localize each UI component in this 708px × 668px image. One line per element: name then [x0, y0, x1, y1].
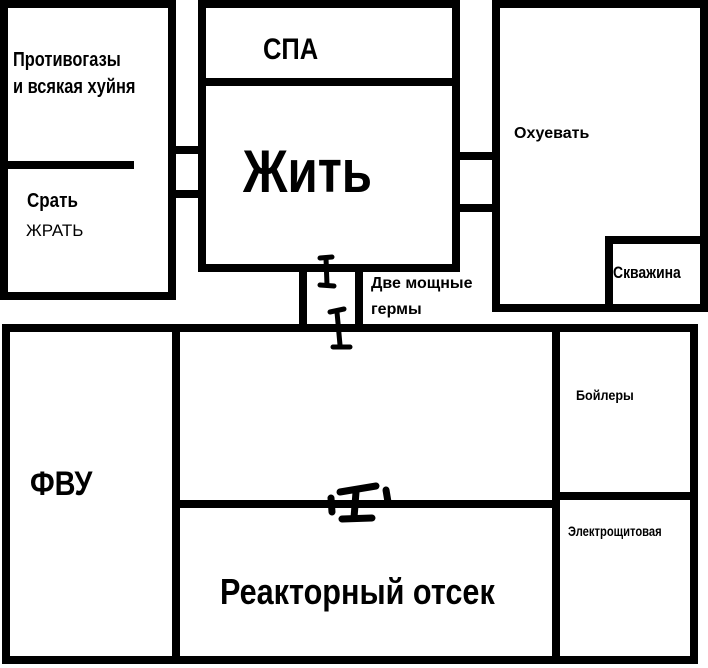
right-upper-room — [492, 0, 708, 312]
door-symbol-upper — [317, 254, 337, 289]
doors-passage — [299, 264, 363, 332]
label-electrical: Электрощитовая — [568, 523, 662, 539]
left-corridor — [168, 146, 206, 198]
label-boilers: Бойлеры — [576, 387, 634, 403]
label-eat: ЖРАТЬ — [26, 221, 84, 240]
label-reactor: Реакторный отсек — [220, 571, 495, 612]
label-doors-line2: гермы — [371, 301, 422, 318]
label-gasmasks-line1: Противогазы — [13, 49, 121, 71]
label-doors-line1: Две мощные — [371, 275, 473, 292]
right-corridor — [452, 152, 500, 212]
label-chill: Охуевать — [514, 125, 590, 142]
label-well: Скважина — [613, 263, 681, 282]
label-toilet: Срать — [27, 190, 78, 212]
label-spa: СПА — [263, 33, 319, 66]
well-room — [605, 236, 708, 312]
label-live: Жить — [243, 138, 373, 205]
spa-room — [198, 0, 460, 86]
left-upper-room — [0, 0, 176, 300]
label-fvu: ФВУ — [30, 465, 93, 503]
door-symbol-lower — [327, 306, 353, 350]
label-gasmasks-line2: и всякая хуйня — [13, 76, 136, 98]
door-symbol-reactor — [327, 482, 392, 523]
